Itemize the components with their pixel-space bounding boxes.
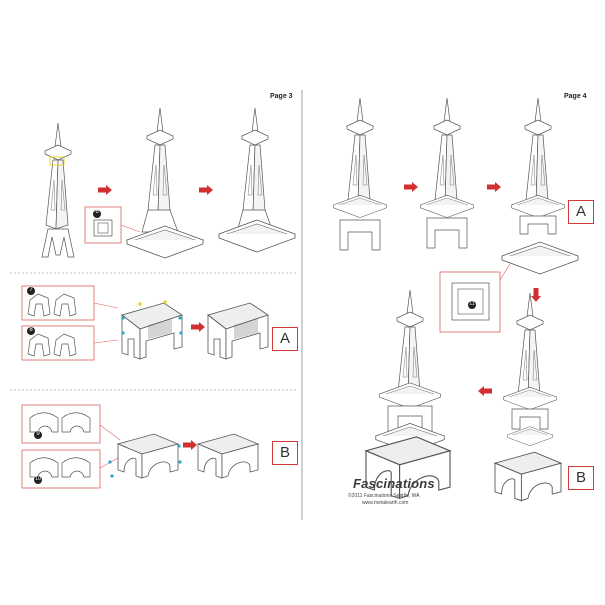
step-badge-11 xyxy=(468,301,476,309)
p4-arch-base xyxy=(494,451,562,502)
step-number-6: 6 xyxy=(95,209,99,215)
step-number-9: 9 xyxy=(36,431,40,437)
arrow-icon xyxy=(404,182,418,192)
p4-complete-tower xyxy=(365,289,451,499)
p4-tower-step-1 xyxy=(333,97,387,251)
p4-tower-step-3 xyxy=(511,97,565,235)
p4-tower-step-4 xyxy=(503,292,557,447)
step-badge-6 xyxy=(93,210,101,218)
joint-markers-a xyxy=(121,300,183,335)
arrow-icon xyxy=(199,185,213,195)
brand-logo: Fascinations xyxy=(353,476,435,491)
page-label-right: Page 4 xyxy=(564,93,587,100)
legs-assembly-a xyxy=(121,302,183,360)
step-number-8: 8 xyxy=(29,327,33,333)
arrow-icon xyxy=(191,322,205,332)
joint-markers-b xyxy=(108,444,182,478)
arrow-icon xyxy=(98,185,112,195)
legs-assembly-a-final xyxy=(207,302,269,360)
arrow-icon xyxy=(478,386,492,396)
step-number-11: 11 xyxy=(469,301,475,307)
page-label-left: Page 3 xyxy=(270,93,293,100)
arrow-icon xyxy=(531,288,541,302)
p3-tower-step-1 xyxy=(41,122,75,258)
p3-tower-step-2 xyxy=(141,107,179,233)
p3-platform-step-3 xyxy=(218,219,296,253)
p4-tower-step-2 xyxy=(420,97,474,249)
assembly-label-a-left: A xyxy=(272,327,298,351)
step-number-7: 7 xyxy=(29,287,33,293)
p3-platform-step-2 xyxy=(126,225,204,259)
callout-step-6 xyxy=(84,206,122,244)
assembly-label-a-right: A xyxy=(568,200,594,224)
step-badge-10 xyxy=(34,476,42,484)
website-text: www.metalearth.com xyxy=(362,500,409,506)
step-badge-7 xyxy=(27,287,35,295)
arch-assembly-b xyxy=(117,433,179,479)
assembly-label-b-left: B xyxy=(272,441,298,465)
copyright-text: ©2011 Fascinations Seattle, WA xyxy=(348,493,420,499)
step-badge-9 xyxy=(34,431,42,439)
arrow-icon xyxy=(487,182,501,192)
assembly-label-b-right: B xyxy=(568,466,594,490)
p3-tower-step-3 xyxy=(236,107,274,233)
arch-assembly-b-final xyxy=(197,433,259,479)
step-badge-8 xyxy=(27,327,35,335)
p4-platform-step-3 xyxy=(501,241,579,275)
step-number-10: 10 xyxy=(35,476,41,482)
arrow-icon xyxy=(183,440,197,450)
